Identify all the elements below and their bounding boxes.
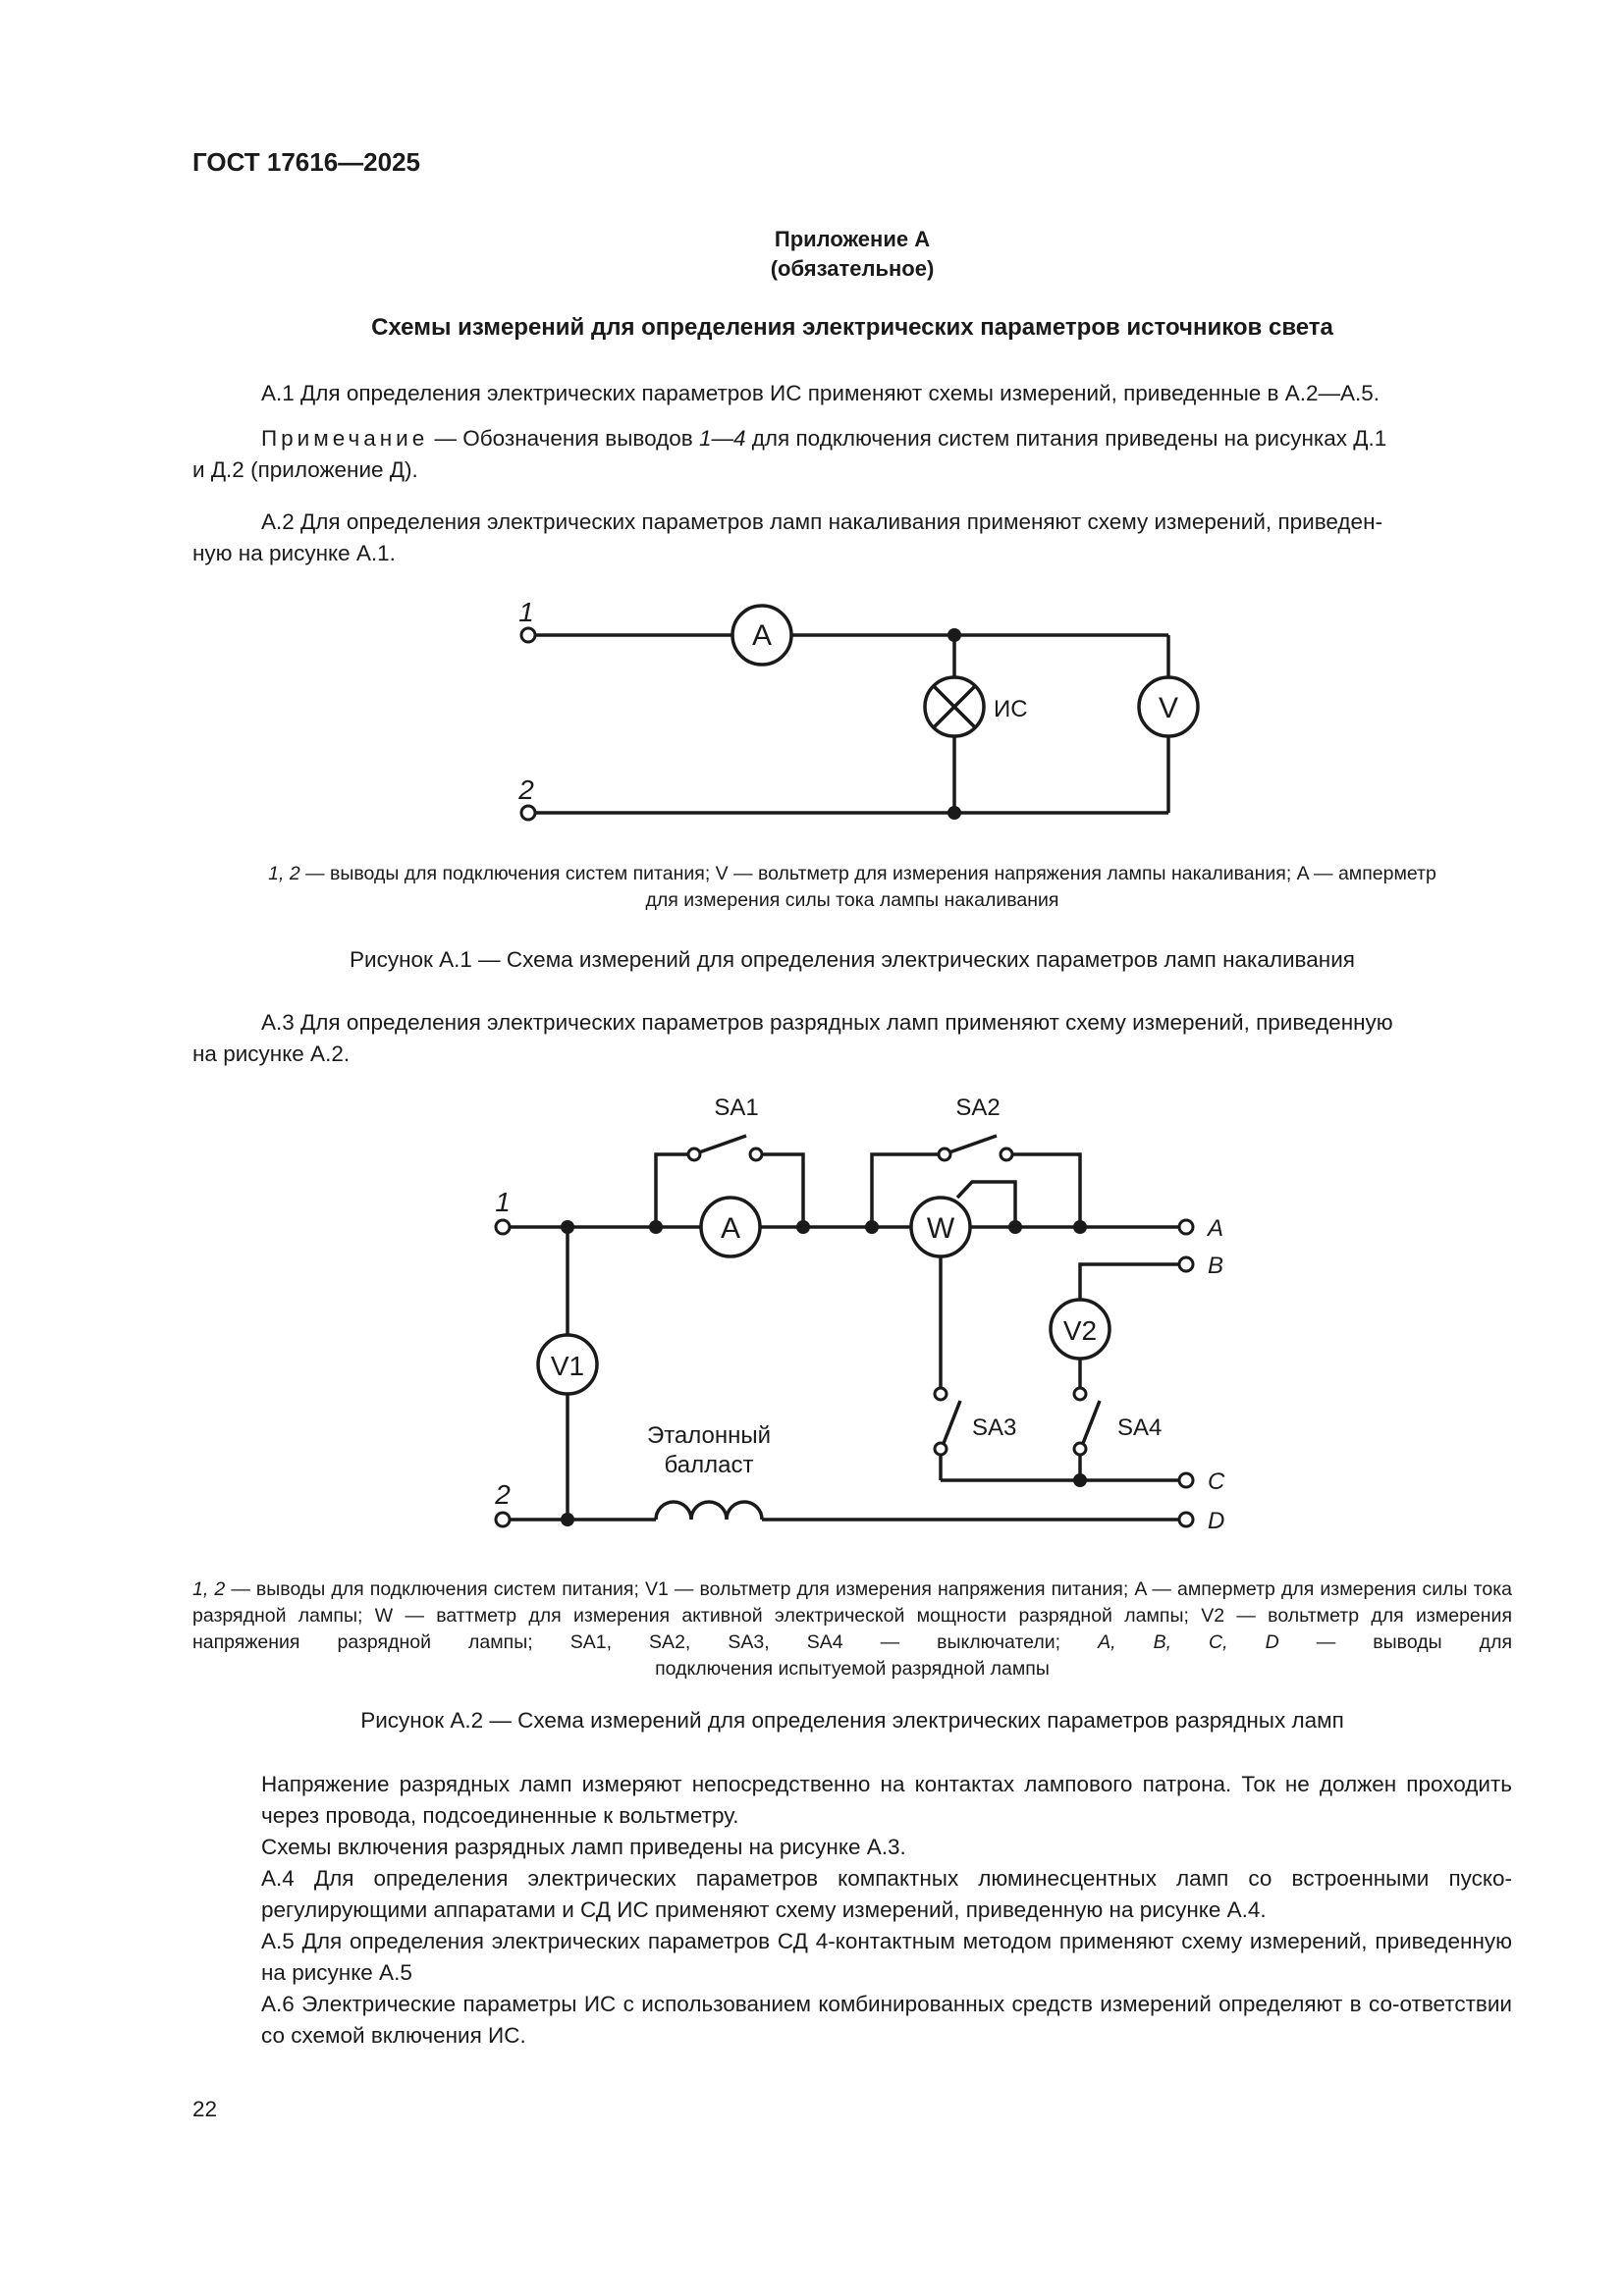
standard-header: ГОСТ 17616—2025 — [192, 147, 420, 177]
fig2-label-1: 1 — [495, 1187, 511, 1217]
fig1-ammeter-label: A — [752, 619, 772, 652]
fig2-terminal-d — [1177, 1511, 1195, 1528]
fig2-wattmeter-label: W — [927, 1212, 955, 1245]
fig2-v2-icon — [1049, 1298, 1111, 1361]
note-line-2: и Д.2 (приложение Д). — [192, 457, 418, 482]
body-p3: А.4 Для определения электрических параме… — [261, 1866, 1512, 1922]
body-p5: А.6 Электрические параметры ИС с использ… — [261, 1992, 1512, 2048]
fig2-label-a: A — [1206, 1215, 1223, 1242]
appendix-heading: Приложение А (обязательное) — [192, 225, 1512, 284]
note-label: Примечание — [261, 426, 429, 451]
note-line-1: Примечание — Обозначения выводов 1—4 для… — [261, 426, 1387, 451]
note: Примечание — Обозначения выводов 1—4 для… — [192, 423, 1512, 486]
paragraph-a1: А.1 Для определения электрических параме… — [192, 378, 1512, 409]
fig2-label-b: B — [1208, 1253, 1223, 1279]
fig2-label-2: 2 — [494, 1479, 511, 1510]
fig2-label-sa3: SA3 — [972, 1415, 1016, 1441]
appendix-title: Приложение А — [774, 227, 931, 251]
fig2-terminal-b — [1177, 1255, 1195, 1273]
fig2-terminal-2 — [494, 1511, 512, 1528]
fig2-wattmeter-icon — [909, 1196, 972, 1258]
section-title: Схемы измерений для определения электрич… — [371, 314, 1333, 341]
note-terminals: 1—4 — [699, 426, 746, 451]
fig1-lamp-label: ИС — [994, 696, 1028, 722]
fig2-ballast-label-1: Эталонный — [647, 1422, 771, 1449]
fig2-terminal-1 — [494, 1218, 512, 1236]
fig2-label-d: D — [1208, 1508, 1224, 1534]
fig1-voltmeter-icon — [1137, 675, 1200, 738]
fig1-junction-top — [947, 628, 961, 642]
fig2-ballast-icon — [654, 1500, 764, 1521]
fig1-junction-bottom — [947, 806, 961, 820]
fig2-ammeter-label: A — [721, 1212, 740, 1245]
fig2-sa1-switch — [698, 1134, 747, 1154]
fig1-ammeter-icon — [731, 604, 793, 667]
fig2-v1-label: V1 — [551, 1351, 584, 1381]
figure-a1-legend-line-1: 1, 2 — выводы для подключения систем пит… — [268, 863, 1436, 884]
fig1-voltmeter-label: V — [1159, 692, 1178, 724]
paragraph-a2: А.2 Для определения электрических параме… — [192, 509, 1382, 565]
fig2-ammeter-icon — [699, 1196, 762, 1258]
body-p4: А.5 Для определения электрических параме… — [261, 1929, 1512, 1985]
appendix-status: (обязательное) — [770, 256, 935, 281]
body-text: Напряжение разрядных ламп измеряют непос… — [192, 1769, 1512, 2052]
figure-a1-legend: 1, 2 — выводы для подключения систем пит… — [192, 861, 1512, 914]
fig1-terminal-2 — [519, 804, 537, 822]
figure-a1-caption: Рисунок А.1 — Схема измерений для опреде… — [350, 947, 1355, 972]
fig1-terminal-1 — [519, 626, 537, 644]
fig2-label-sa4: SA4 — [1117, 1415, 1162, 1441]
body-p1: Напряжение разрядных ламп измеряют непос… — [261, 1772, 1512, 1828]
fig2-sa2-switch — [948, 1134, 998, 1154]
page-number: 22 — [192, 2097, 218, 2121]
fig2-label-sa2: SA2 — [955, 1095, 1000, 1121]
fig2-terminal-a — [1177, 1218, 1195, 1236]
fig1-label-2: 2 — [517, 774, 534, 805]
paragraph-a3: А.3 Для определения электрических параме… — [192, 1010, 1393, 1066]
figure-a2-legend: 1, 2 — выводы для подключения систем пит… — [192, 1576, 1512, 1682]
fig1-label-1: 1 — [518, 597, 534, 627]
figure-a2-caption: Рисунок А.2 — Схема измерений для опреде… — [360, 1708, 1344, 1733]
body-p2: Схемы включения разрядных ламп приведены… — [261, 1835, 906, 1859]
figure-a2-legend-body: 1, 2 — выводы для подключения систем пит… — [192, 1578, 1513, 1653]
fig2-v2-label: V2 — [1063, 1315, 1097, 1346]
fig2-label-sa1: SA1 — [714, 1095, 758, 1121]
figure-a2-legend-last: подключения испытуемой разрядной лампы — [655, 1658, 1050, 1680]
figure-a1-legend-line-2: для измерения силы тока лампы накаливани… — [645, 889, 1059, 911]
paragraph-a1-text: А.1 Для определения электрических параме… — [261, 381, 1380, 405]
fig2-terminal-c — [1177, 1471, 1195, 1489]
fig2-label-c: C — [1208, 1468, 1225, 1495]
fig2-ballast-label-2: балласт — [665, 1452, 754, 1478]
fig2-v1-icon — [536, 1333, 599, 1396]
